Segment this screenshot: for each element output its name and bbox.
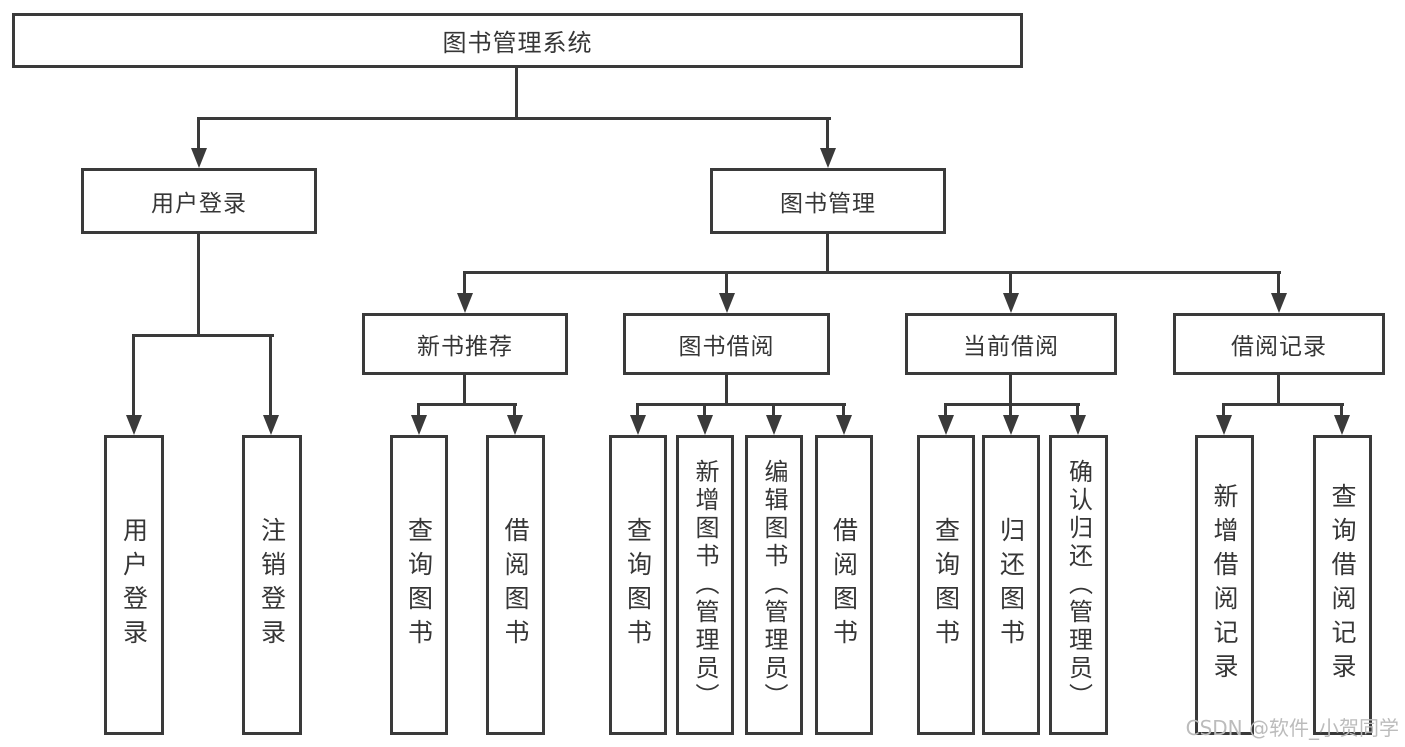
leaf-logout: 注销登录 <box>242 435 302 735</box>
arrow-down-icon <box>719 293 735 313</box>
connector-line <box>515 66 518 120</box>
connector-line <box>513 403 516 417</box>
leaf-borrow-books: 借阅图书 <box>486 435 545 735</box>
leaf-label: 用户登录 <box>119 517 149 653</box>
arrow-down-icon <box>191 148 207 168</box>
connector-line <box>1277 271 1280 295</box>
connector-line <box>417 403 420 417</box>
leaf-confirm-return-admin: 确认归还（管理员） <box>1049 435 1108 735</box>
connector-line <box>725 373 728 406</box>
leaf-edit-books-admin: 编辑图书（管理员） <box>745 435 803 735</box>
leaf-label: 编辑图书（管理员） <box>760 459 788 711</box>
arrow-down-icon <box>263 415 279 435</box>
leaf-label: 查询图书 <box>931 517 961 653</box>
connector-line <box>1009 373 1012 406</box>
node-label: 图书管理系统 <box>442 29 593 57</box>
arrow-down-icon <box>1070 415 1086 435</box>
connector-line <box>269 334 272 417</box>
node-book-borrowing: 图书借阅 <box>623 313 830 375</box>
arrow-down-icon <box>411 415 427 435</box>
connector-line <box>1009 271 1012 295</box>
connector-line <box>1076 403 1079 417</box>
connector-line <box>772 403 775 417</box>
connector-line <box>463 373 466 406</box>
leaf-borrow-books: 借阅图书 <box>815 435 873 735</box>
connector-line <box>703 403 706 417</box>
leaf-label: 新增图书（管理员） <box>691 459 719 711</box>
arrow-down-icon <box>1334 415 1350 435</box>
connector-line <box>944 403 947 417</box>
arrow-down-icon <box>1003 293 1019 313</box>
arrow-down-icon <box>697 415 713 435</box>
leaf-label: 查询图书 <box>623 517 653 653</box>
leaf-label: 归还图书 <box>996 517 1026 653</box>
connector-line <box>463 271 1281 274</box>
connector-line <box>197 117 200 150</box>
connector-line <box>636 403 639 417</box>
connector-line <box>944 403 1080 406</box>
leaf-label: 新增借阅记录 <box>1210 483 1239 687</box>
connector-line <box>636 403 846 406</box>
arrow-down-icon <box>126 415 142 435</box>
connector-line <box>725 271 728 295</box>
node-book-management: 图书管理 <box>710 168 946 234</box>
connector-line <box>132 334 274 337</box>
leaf-query-books: 查询图书 <box>609 435 667 735</box>
leaf-label: 注销登录 <box>257 517 287 653</box>
leaf-add-borrow-record: 新增借阅记录 <box>1195 435 1254 735</box>
leaf-label: 借阅图书 <box>501 517 530 653</box>
arrow-down-icon <box>507 415 523 435</box>
leaf-label: 查询借阅记录 <box>1328 483 1357 687</box>
connector-line <box>197 232 200 337</box>
leaf-label: 确认归还（管理员） <box>1064 459 1093 711</box>
arrow-down-icon <box>766 415 782 435</box>
leaf-label: 查询图书 <box>404 517 434 653</box>
node-label: 图书管理 <box>780 191 876 217</box>
connector-line <box>1277 373 1280 406</box>
leaf-query-books: 查询图书 <box>917 435 975 735</box>
node-borrow-records: 借阅记录 <box>1173 313 1385 375</box>
node-new-book-recommend: 新书推荐 <box>362 313 568 375</box>
arrow-down-icon <box>836 415 852 435</box>
node-label: 新书推荐 <box>417 334 513 360</box>
node-user-login: 用户登录 <box>81 168 317 234</box>
leaf-query-borrow-record: 查询借阅记录 <box>1313 435 1372 735</box>
connector-line <box>463 271 466 295</box>
arrow-down-icon <box>1003 415 1019 435</box>
connector-line <box>1222 403 1344 406</box>
arrow-down-icon <box>630 415 646 435</box>
connector-line <box>1222 403 1225 417</box>
node-label: 借阅记录 <box>1231 334 1327 360</box>
node-label: 图书借阅 <box>678 334 775 360</box>
leaf-label: 借阅图书 <box>829 517 859 653</box>
node-label: 当前借阅 <box>963 334 1059 360</box>
arrow-down-icon <box>457 293 473 313</box>
arrow-down-icon <box>1271 293 1287 313</box>
connector-line <box>132 334 135 417</box>
leaf-add-books-admin: 新增图书（管理员） <box>676 435 734 735</box>
connector-line <box>826 232 829 274</box>
connector-line <box>1340 403 1343 417</box>
node-label: 用户登录 <box>151 191 247 217</box>
arrow-down-icon <box>1216 415 1232 435</box>
leaf-user-login: 用户登录 <box>104 435 164 735</box>
node-root-library-system: 图书管理系统 <box>12 13 1023 68</box>
leaf-query-books: 查询图书 <box>390 435 448 735</box>
connector-line <box>197 117 831 120</box>
arrow-down-icon <box>820 148 836 168</box>
connector-line <box>842 403 845 417</box>
connector-line <box>417 403 517 406</box>
connector-line <box>826 117 829 150</box>
node-current-borrowing: 当前借阅 <box>905 313 1117 375</box>
connector-line <box>1009 403 1012 417</box>
csdn-watermark: CSDN @软件_小贺同学 <box>1185 716 1399 740</box>
arrow-down-icon <box>938 415 954 435</box>
leaf-return-books: 归还图书 <box>982 435 1040 735</box>
